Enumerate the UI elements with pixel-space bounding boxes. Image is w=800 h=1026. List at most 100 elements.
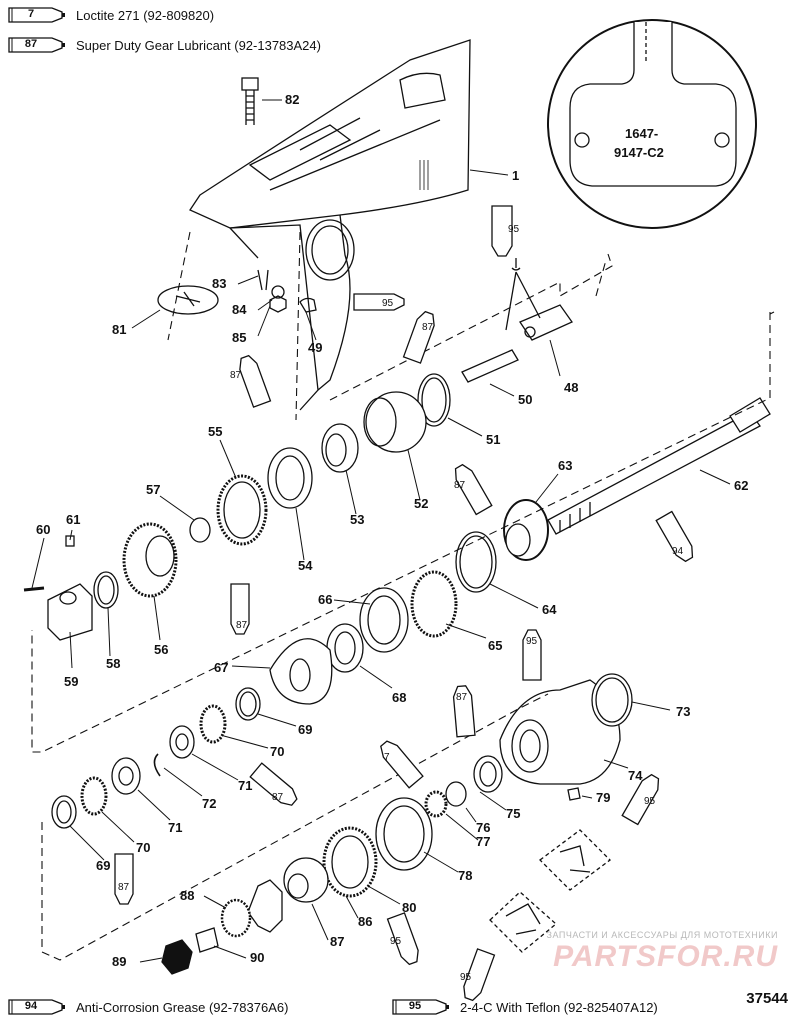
assembly-lines <box>31 231 775 961</box>
tube-icon: 7 <box>8 6 66 24</box>
tool-detail <box>489 829 611 953</box>
anode-81 <box>157 269 317 315</box>
tube-code: 95 <box>644 796 656 807</box>
callout-89: 89 <box>112 954 126 969</box>
legend-anti-corrosion: 94 Anti-Corrosion Grease (92-78376A6) <box>8 998 288 1016</box>
tube-code: 87 <box>236 620 248 631</box>
callout-82: 82 <box>285 92 299 107</box>
callout-84: 84 <box>232 302 247 317</box>
bolt-82 <box>241 77 259 125</box>
callout-74: 74 <box>628 768 643 783</box>
lower-parts <box>161 797 433 975</box>
callout-70: 70 <box>270 744 284 759</box>
propshaft-62 <box>547 397 771 535</box>
callout-52: 52 <box>414 496 428 511</box>
legend-gear-lubricant: 87 Super Duty Gear Lubricant (92-13783A2… <box>8 36 321 54</box>
tube-code: 7 <box>384 752 390 763</box>
callout-75: 75 <box>506 806 520 821</box>
callout-73: 73 <box>676 704 690 719</box>
callout-48: 48 <box>564 380 578 395</box>
callout-54: 54 <box>298 558 313 573</box>
legend-loctite: 7 Loctite 271 (92-809820) <box>8 6 214 24</box>
shims-left <box>51 687 261 829</box>
callout-64: 64 <box>542 602 557 617</box>
callout-59: 59 <box>64 674 78 689</box>
callout-80: 80 <box>402 900 416 915</box>
watermark-tagline: ЗАПЧАСТИ И АКСЕССУАРЫ ДЛЯ МОТОТЕХНИКИ <box>546 930 778 940</box>
callout-69: 69 <box>298 722 312 737</box>
tube-code: 87 <box>118 882 130 893</box>
tube-icon: 95 <box>392 998 450 1016</box>
pinion-gear-56 <box>122 517 211 598</box>
legend-teflon: 95 2-4-C With Teflon (92-825407A12) <box>392 998 658 1016</box>
callout-62: 62 <box>734 478 748 493</box>
legend-code: 94 <box>24 1000 38 1012</box>
legend-text: Loctite 271 (92-809820) <box>76 7 215 23</box>
tube-icon: 87 <box>8 36 66 54</box>
callout-87: 87 <box>330 934 344 949</box>
callout-88: 88 <box>180 888 194 903</box>
legend-text: Anti-Corrosion Grease (92-78376A6) <box>76 999 289 1015</box>
legend-code: 7 <box>27 8 35 20</box>
tube-code: 95 <box>508 224 520 235</box>
tube-code: 95 <box>526 636 538 647</box>
tube-code: 87 <box>272 792 284 803</box>
tube-code: 95 <box>382 298 394 309</box>
tube-code: 87 <box>456 692 468 703</box>
callout-65: 65 <box>488 638 502 653</box>
bearing-carrier-74 <box>424 673 633 818</box>
shift-shaft <box>461 258 573 383</box>
callout-66: 66 <box>318 592 332 607</box>
callout-50: 50 <box>518 392 532 407</box>
legend-code: 95 <box>408 1000 422 1012</box>
callout-72b: 72 <box>202 796 216 811</box>
callout-56: 56 <box>154 642 168 657</box>
legend-text: 2-4-C With Teflon (92-825407A12) <box>460 999 658 1015</box>
gear-63 <box>503 499 549 561</box>
parts-58-61 <box>23 535 119 641</box>
figure-number: 37544 <box>746 990 788 1007</box>
callout-86: 86 <box>358 914 372 929</box>
tube-code: 87 <box>454 480 466 491</box>
bearings-middle <box>269 531 497 705</box>
callout-68: 68 <box>392 690 406 705</box>
callout-63: 63 <box>558 458 572 473</box>
callout-70b: 70 <box>136 840 150 855</box>
callout-71: 71 <box>238 778 252 793</box>
callout-58: 58 <box>106 656 120 671</box>
callout-71b: 71 <box>168 820 182 835</box>
legend-text: Super Duty Gear Lubricant (92-13783A24) <box>76 37 321 53</box>
inset-detail: 1647- 9147-C2 <box>547 19 757 229</box>
callout-labels: 82 1 83 84 85 81 49 48 50 51 52 53 54 55… <box>36 92 748 969</box>
callout-79: 79 <box>596 790 610 805</box>
callout-78: 78 <box>458 868 472 883</box>
callout-81: 81 <box>112 322 126 337</box>
callout-61: 61 <box>66 512 80 527</box>
tube-code: 95 <box>390 936 402 947</box>
callout-49: 49 <box>308 340 322 355</box>
callout-69b: 69 <box>96 858 110 873</box>
callout-1: 1 <box>512 168 519 183</box>
watermark-logo: PARTSFOR.RU <box>553 940 778 973</box>
callout-55: 55 <box>208 424 222 439</box>
inset-text-line1: 1647- <box>625 126 658 141</box>
leader-lines <box>31 99 731 963</box>
tube-code: 87 <box>422 322 434 333</box>
inset-text-line2: 9147-C2 <box>614 145 664 160</box>
callout-60: 60 <box>36 522 50 537</box>
callout-77: 77 <box>476 834 490 849</box>
tube-code: 95 <box>460 972 472 983</box>
legend-code: 87 <box>24 38 38 50</box>
callout-76b: 76 <box>476 820 490 835</box>
callout-90: 90 <box>250 950 264 965</box>
tube-icon: 94 <box>8 998 66 1016</box>
callout-51: 51 <box>486 432 500 447</box>
callout-83: 83 <box>212 276 226 291</box>
lube-tubes <box>114 205 694 1002</box>
tube-code: 94 <box>672 546 684 557</box>
gearcase-housing <box>189 39 471 411</box>
bearings-upper <box>216 373 451 546</box>
watermark: ЗАПЧАСТИ И АКСЕССУАРЫ ДЛЯ МОТОТЕХНИКИ PA… <box>547 930 778 974</box>
callout-67: 67 <box>214 660 228 675</box>
